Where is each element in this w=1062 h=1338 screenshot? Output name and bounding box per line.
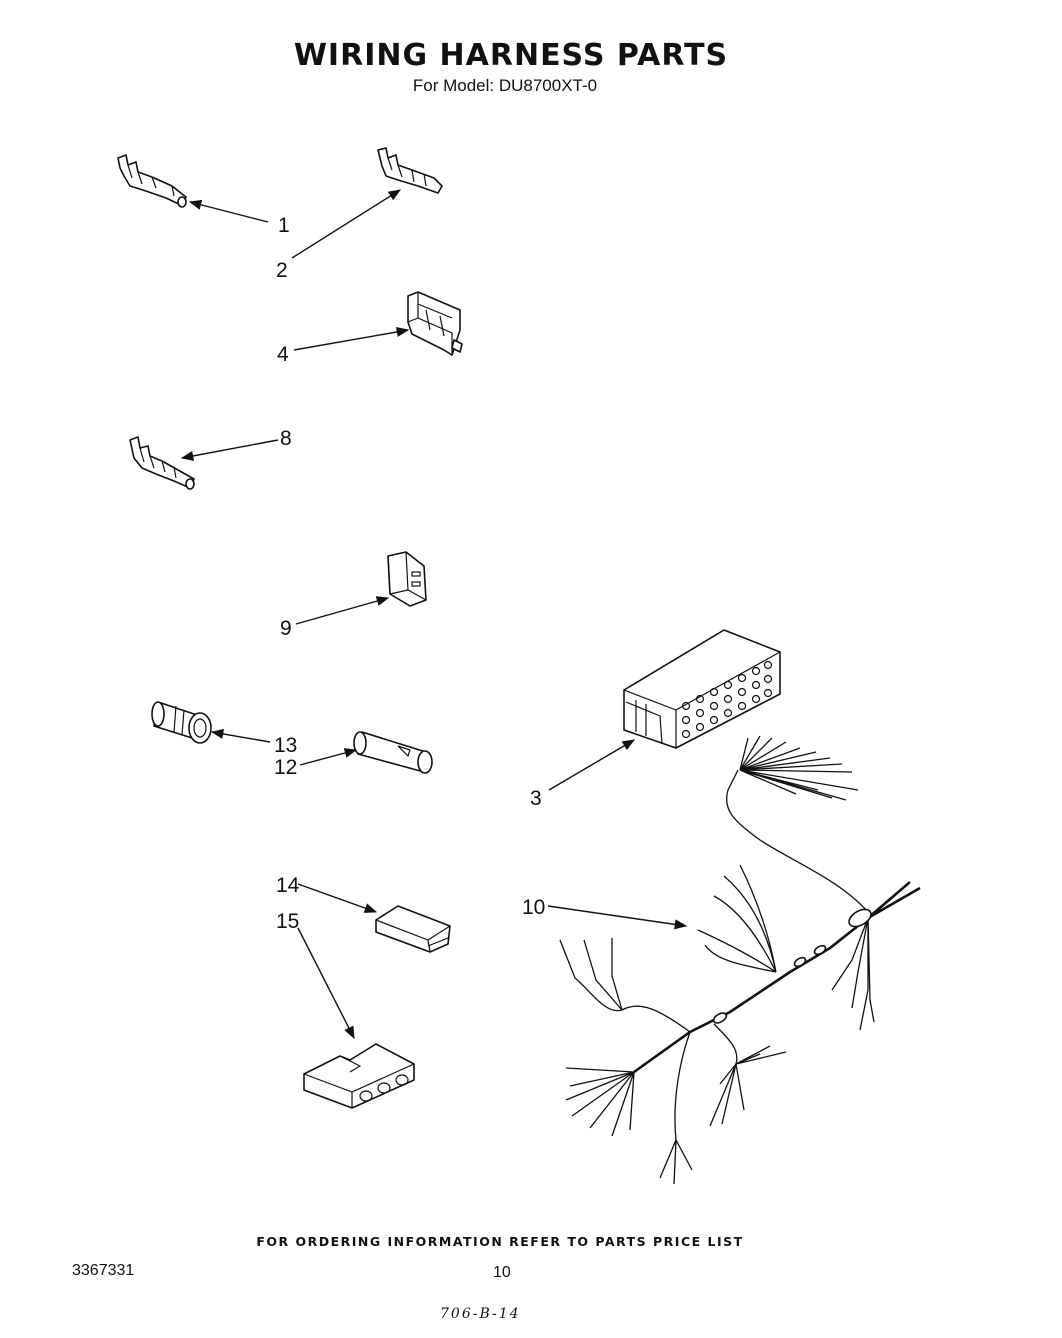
- model-subtitle: For Model: DU8700XT-0: [412, 76, 598, 95]
- ordering-note: FOR ORDERING INFORMATION REFER TO PARTS …: [256, 1234, 744, 1249]
- callout-9: 9: [280, 617, 292, 640]
- part-4-bracket: [407, 291, 463, 356]
- leader-lines: [180, 189, 688, 1040]
- callout-1: 1: [278, 214, 290, 237]
- part-15-connector: [303, 1043, 415, 1109]
- callout-13: 13: [274, 734, 297, 757]
- part-1-terminal: [117, 154, 187, 208]
- callout-12: 12: [274, 756, 297, 779]
- page-number: 10: [493, 1264, 511, 1281]
- part-3-terminal-block: [623, 629, 781, 749]
- part-12-sleeve: [353, 731, 433, 774]
- callout-14: 14: [276, 874, 300, 897]
- part-9-connector: [387, 551, 427, 607]
- terminal-block-sockets: [681, 660, 773, 739]
- part-10-wiring-harness: [559, 735, 921, 1185]
- handwritten-note: 706-B-14: [440, 1306, 521, 1322]
- part-2-terminal: [377, 147, 443, 194]
- part-13-splice-tube: [151, 701, 212, 744]
- part-14-cover: [375, 905, 451, 953]
- callout-2: 2: [276, 259, 288, 282]
- page-title: WIRING HARNESS PARTS: [293, 38, 729, 73]
- callout-3: 3: [530, 787, 542, 810]
- part-8-terminal: [129, 436, 195, 490]
- callout-8: 8: [280, 427, 292, 450]
- document-number: 3367331: [72, 1262, 135, 1279]
- callout-4: 4: [277, 343, 289, 366]
- callout-10: 10: [522, 896, 545, 919]
- callout-15: 15: [276, 910, 299, 933]
